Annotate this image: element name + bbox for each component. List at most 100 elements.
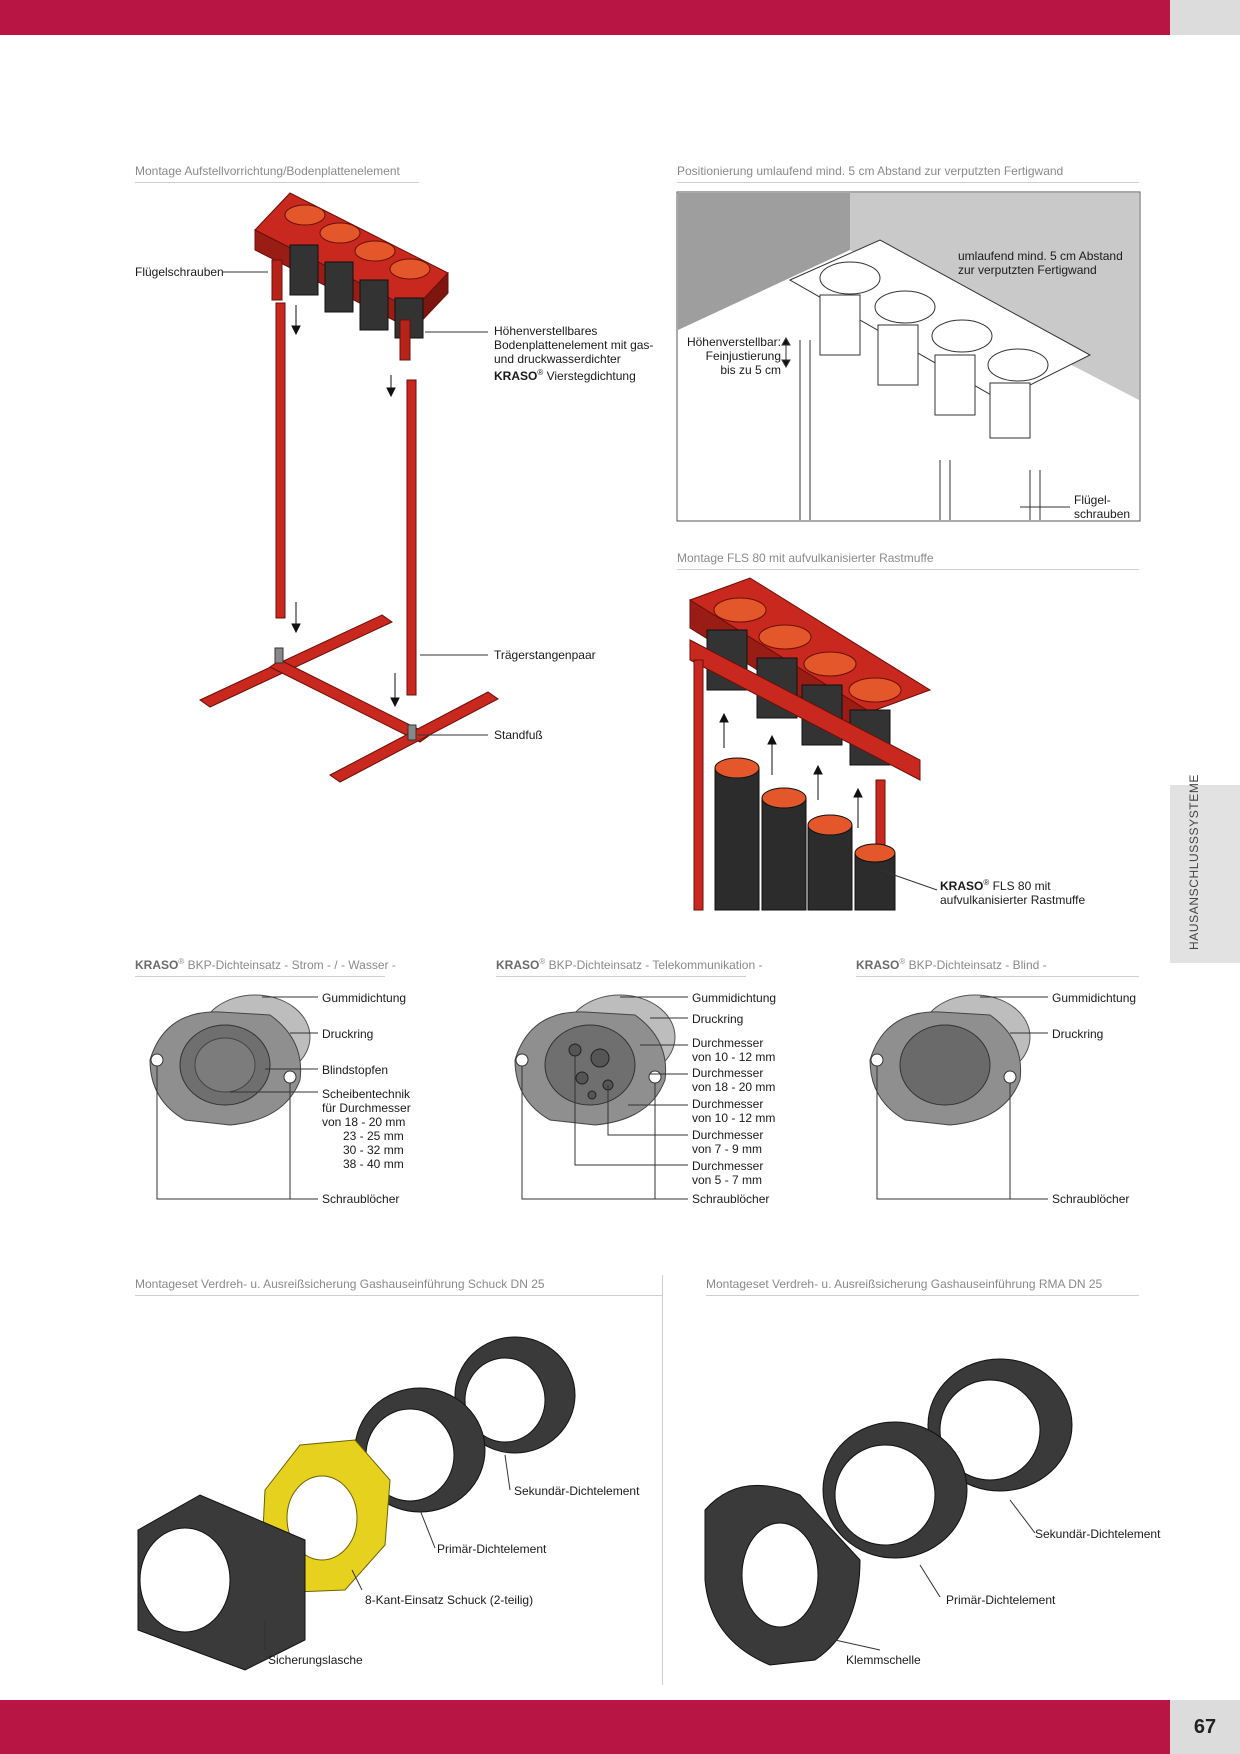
page-number: 67 — [1170, 1700, 1240, 1754]
label-abstand-block: umlaufend mind. 5 cm Abstand zur verputz… — [958, 249, 1123, 277]
schuck-assembly — [137, 1336, 576, 1671]
label-d3-line1: Durchmesser — [692, 1097, 764, 1111]
label-fls-line1-text: FLS 80 mit — [989, 879, 1051, 893]
title-bkp-tele-text: BKP-Dichteinsatz - Telekommunikation - — [545, 958, 763, 972]
label-hoehen-line3: und druckwasserdichter — [494, 352, 621, 366]
label-blind-gummidichtung: Gummidichtung — [1052, 991, 1137, 1005]
section-divider — [662, 1275, 663, 1685]
label-hoehen-line4-text: Vierstegdichtung — [543, 369, 636, 383]
label-tele-durchmesser-5: Durchmesser von 5 - 7 mm — [692, 1159, 763, 1187]
section-title-positionierung: Positionierung umlaufend mind. 5 cm Abst… — [677, 164, 1139, 183]
bodenplatte-element — [254, 192, 449, 361]
label-hv-line3: bis zu 5 cm — [720, 363, 781, 377]
section-title-montage-aufstell: Montage Aufstellvorrichtung/Bodenplatten… — [135, 164, 419, 183]
bkp-blind-insert — [869, 994, 1031, 1126]
label-fluegel-line1: Flügel- — [1074, 493, 1111, 507]
label-abstand-line2: zur verputzten Fertigwand — [958, 263, 1097, 277]
label-tele-durchmesser-3: Durchmesser von 10 - 12 mm — [692, 1097, 775, 1125]
label-d1-line2: von 10 - 12 mm — [692, 1050, 776, 1064]
label-d2-line2: von 18 - 20 mm — [692, 1080, 776, 1094]
label-fls-line1: KRASO® FLS 80 mit — [940, 878, 1051, 893]
label-tele-durchmesser-2: Durchmesser von 18 - 20 mm — [692, 1066, 775, 1094]
bottom-brand-bar — [0, 1700, 1170, 1754]
seal-plate-outline — [788, 239, 1092, 520]
label-schuck-achtkant: 8-Kant-Einsatz Schuck (2-teilig) — [365, 1593, 534, 1607]
label-d4-line1: Durchmesser — [692, 1128, 764, 1142]
label-scheibe-line2: für Durchmesser — [322, 1101, 411, 1115]
label-fls-block: KRASO® FLS 80 mit aufvulkanisierter Rast… — [940, 876, 1085, 907]
label-strom-schraubloecher: Schraublöcher — [322, 1192, 400, 1206]
standfuss-base — [199, 614, 499, 783]
label-strom-gummidichtung: Gummidichtung — [322, 991, 407, 1005]
brand-kraso-bkp3: KRASO — [856, 958, 900, 972]
label-fluegel-line2: schrauben — [1074, 507, 1131, 521]
bkp-tele-insert — [514, 994, 676, 1126]
fls-pipes — [714, 757, 896, 911]
label-rma-sekundaer: Sekundär-Dichtelement — [1035, 1527, 1161, 1541]
label-fluegelschrauben: Flügelschrauben — [135, 265, 224, 279]
label-hoehen-line4: KRASO® Vierstegdichtung — [494, 368, 636, 383]
label-d1-line1: Durchmesser — [692, 1036, 764, 1050]
section-title-schuck: Montageset Verdreh- u. Ausreißsicherung … — [135, 1277, 662, 1296]
label-hoehenverstellbar-block: Höhenverstellbar: Feinjustierung bis zu … — [685, 335, 781, 377]
label-strom-blindstopfen: Blindstopfen — [322, 1063, 389, 1077]
label-d4-line2: von 7 - 9 mm — [692, 1142, 763, 1156]
label-hoehenverstellbares-block: Höhenverstellbares Bodenplattenelement m… — [494, 324, 653, 383]
brand-kraso-fls: KRASO — [940, 879, 984, 893]
label-tele-druckring: Druckring — [692, 1012, 744, 1026]
label-d5-line2: von 5 - 7 mm — [692, 1173, 763, 1187]
top-brand-bar — [0, 0, 1170, 35]
label-hoehen-line1: Höhenverstellbares — [494, 324, 598, 338]
label-strom-druckring: Druckring — [322, 1027, 374, 1041]
brand-kraso: KRASO — [494, 369, 538, 383]
label-traegerstangenpaar: Trägerstangenpaar — [494, 648, 596, 662]
title-bkp-blind-text: BKP-Dichteinsatz - Blind - — [905, 958, 1047, 972]
title-bkp-strom-text: BKP-Dichteinsatz - Strom - / - Wasser - — [184, 958, 396, 972]
label-scheibe-line4: 23 - 25 mm — [343, 1129, 404, 1143]
label-abstand-line1: umlaufend mind. 5 cm Abstand — [958, 249, 1123, 263]
label-standfuss: Standfuß — [494, 728, 543, 742]
label-rma-klemmschelle: Klemmschelle — [846, 1653, 921, 1667]
brand-kraso-bkp1: KRASO — [135, 958, 179, 972]
assembly-arrows — [291, 305, 400, 708]
brand-kraso-bkp2: KRASO — [496, 958, 540, 972]
label-schuck-sicherungslasche: Sicherungslasche — [268, 1653, 363, 1667]
top-corner-block — [1170, 0, 1240, 35]
label-fluegelschrauben-2: Flügel- schrauben — [1074, 493, 1130, 521]
label-scheibe-line1: Scheibentechnik — [322, 1087, 411, 1101]
rma-assembly — [704, 1358, 1073, 1666]
side-tab[interactable]: HAUSANSCHLUSSSYSTEME — [1170, 774, 1240, 963]
section-title-montage-fls: Montage FLS 80 mit aufvulkanisierter Ras… — [677, 551, 1139, 570]
label-blind-druckring: Druckring — [1052, 1027, 1104, 1041]
label-hoehen-line2: Bodenplattenelement mit gas- — [494, 338, 654, 352]
fls-seal-block — [688, 577, 932, 911]
section-title-rma: Montageset Verdreh- u. Ausreißsicherung … — [706, 1277, 1139, 1296]
label-d2-line1: Durchmesser — [692, 1066, 764, 1080]
label-scheibe-line3: von 18 - 20 mm — [322, 1115, 406, 1129]
label-scheibe-line5: 30 - 32 mm — [343, 1143, 404, 1157]
wall-left — [678, 193, 850, 330]
fls-arrows — [719, 712, 863, 828]
bkp-strom-insert — [149, 994, 311, 1126]
label-rma-primaer: Primär-Dichtelement — [946, 1593, 1056, 1607]
label-scheibe-line6: 38 - 40 mm — [343, 1157, 404, 1171]
section-title-bkp-blind: KRASO® BKP-Dichteinsatz - Blind - — [856, 957, 1139, 977]
label-fls-line2: aufvulkanisierter Rastmuffe — [940, 893, 1086, 907]
label-schuck-primaer: Primär-Dichtelement — [437, 1542, 547, 1556]
label-hv-line1: Höhenverstellbar: — [686, 335, 781, 349]
label-hv-line2: Feinjustierung — [705, 349, 781, 363]
section-title-bkp-strom: KRASO® BKP-Dichteinsatz - Strom - / - Wa… — [135, 957, 396, 977]
section-title-bkp-tele: KRASO® BKP-Dichteinsatz - Telekommunikat… — [496, 957, 762, 977]
label-tele-durchmesser-4: Durchmesser von 7 - 9 mm — [692, 1128, 763, 1156]
label-tele-gummidichtung: Gummidichtung — [692, 991, 777, 1005]
label-tele-durchmesser-1: Durchmesser von 10 - 12 mm — [692, 1036, 775, 1064]
label-schuck-sekundaer: Sekundär-Dichtelement — [514, 1484, 640, 1498]
label-blind-schraubloecher: Schraublöcher — [1052, 1192, 1130, 1206]
label-d5-line1: Durchmesser — [692, 1159, 764, 1173]
label-tele-schraubloecher: Schraublöcher — [692, 1192, 770, 1206]
